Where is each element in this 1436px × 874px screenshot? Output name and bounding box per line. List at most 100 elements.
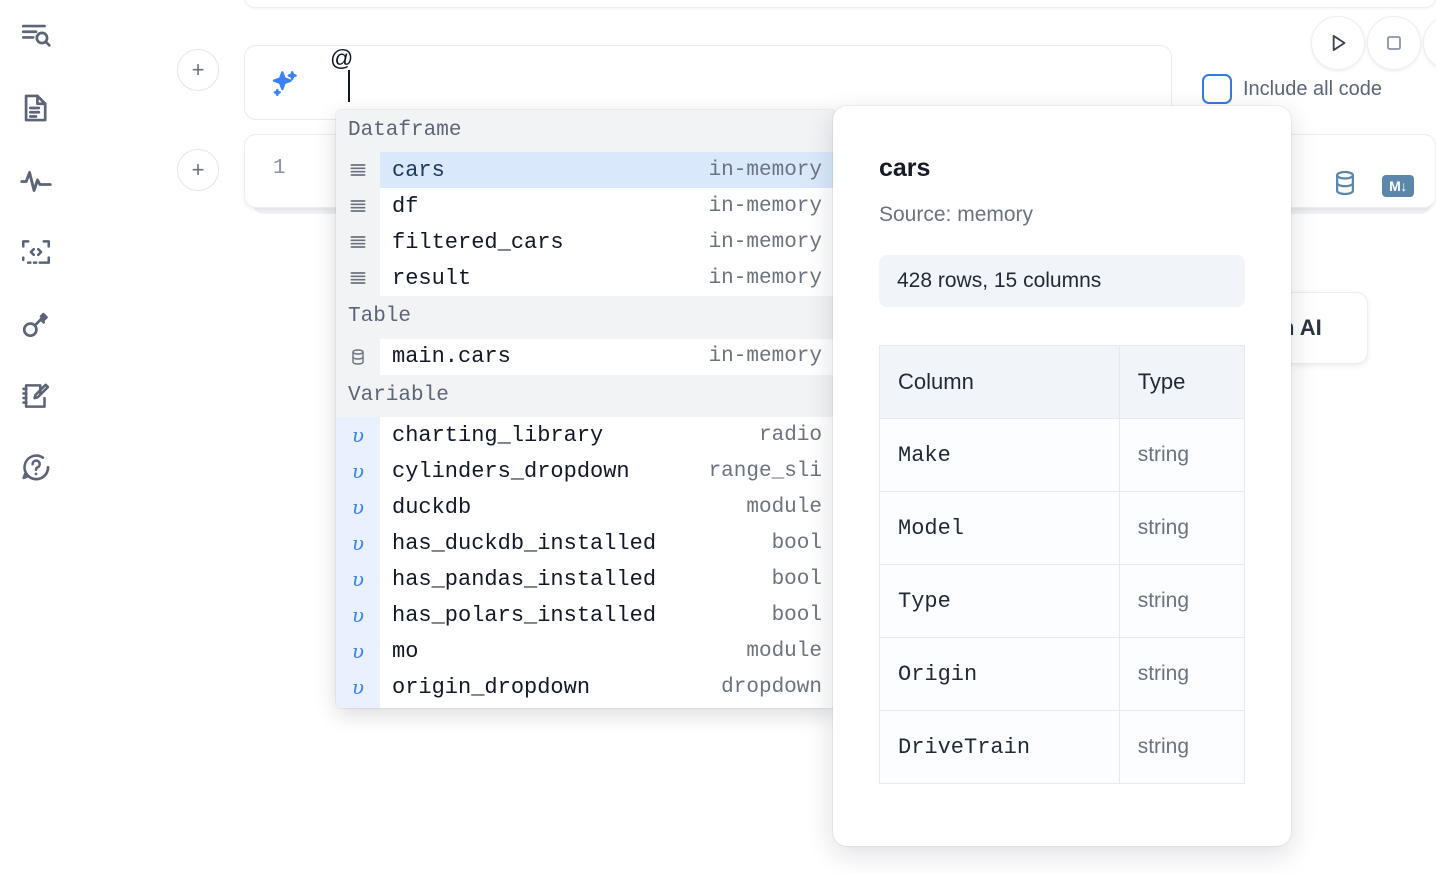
column-type-cell: string	[1118, 491, 1246, 565]
line-number: 1	[273, 157, 286, 180]
autocomplete-item-name: result	[392, 265, 472, 291]
key-icon[interactable]	[14, 302, 58, 346]
rows-icon	[336, 188, 380, 225]
ai-prompt-input[interactable]: @	[330, 45, 354, 71]
autocomplete-item-name: has_duckdb_installed	[392, 530, 657, 556]
completion-detail-panel: cars Source: memory 428 rows, 15 columns…	[833, 106, 1291, 846]
column-name-cell: Model	[879, 491, 1120, 565]
autocomplete-item-type: module	[746, 495, 822, 519]
autocomplete-item-type: in-memory	[708, 266, 822, 290]
autocomplete-item-name: has_polars_installed	[392, 602, 657, 628]
variable-icon: υ	[336, 417, 380, 454]
autocomplete-item-type: in-memory	[708, 230, 822, 254]
include-all-code-checkbox[interactable]	[1202, 74, 1232, 104]
autocomplete-item[interactable]: filtered_cars in-memory	[336, 224, 836, 261]
document-icon[interactable]	[14, 86, 58, 130]
column-type-cell: string	[1118, 637, 1246, 711]
autocomplete-item-name: df	[392, 193, 419, 219]
column-name-cell: Type	[879, 564, 1120, 638]
autocomplete-group-header: Dataframe	[336, 110, 836, 153]
text-caret	[348, 70, 350, 102]
detail-source: Source: memory	[879, 203, 1034, 226]
autocomplete-item[interactable]: main.cars in-memory	[336, 338, 836, 375]
autocomplete-item-name: mo	[392, 638, 419, 664]
column-name-cell: Make	[879, 418, 1120, 492]
variable-icon: υ	[336, 561, 380, 598]
autocomplete-item[interactable]: df in-memory	[336, 188, 836, 225]
autocomplete-item-name: main.cars	[392, 344, 511, 370]
autocomplete-item-type: radio	[758, 423, 822, 447]
database-icon[interactable]	[1330, 168, 1360, 203]
sparkles-icon	[269, 68, 301, 100]
rows-icon	[336, 260, 380, 297]
autocomplete-item-type: in-memory	[708, 194, 822, 218]
scratchpad-icon[interactable]	[14, 374, 58, 418]
rows-icon	[336, 224, 380, 261]
autocomplete-item-type: bool	[771, 603, 822, 627]
column-name-cell: Origin	[879, 637, 1120, 711]
left-icon-rail	[0, 0, 72, 874]
column-type-cell: string	[1118, 418, 1246, 492]
autocomplete-item[interactable]: cars in-memory	[336, 152, 836, 189]
autocomplete-item-name: cylinders_dropdown	[392, 458, 630, 484]
autocomplete-item-type: range_sli	[708, 459, 822, 483]
autocomplete-group-header: Table	[336, 296, 836, 339]
variable-icon: υ	[336, 705, 380, 708]
variable-icon: υ	[336, 489, 380, 526]
table-column-header: Column	[879, 345, 1120, 419]
code-snippet-icon[interactable]	[14, 230, 58, 274]
cell-above-partial	[244, 0, 1436, 8]
autocomplete-item-name: origin_dropdown	[392, 674, 591, 700]
add-cell-below-button[interactable]: +	[177, 149, 219, 191]
autocomplete-item[interactable]: υ has_polars_installed bool	[336, 597, 836, 634]
markdown-badge[interactable]: M↓	[1382, 174, 1414, 197]
autocomplete-group-header: Variable	[336, 374, 836, 418]
help-chat-icon[interactable]	[14, 446, 58, 490]
detail-stats: 428 rows, 15 columns	[879, 255, 1245, 307]
autocomplete-item-type: in-memory	[708, 345, 822, 369]
run-button[interactable]	[1311, 16, 1365, 70]
cell-icon-row: M↓	[1330, 168, 1414, 203]
stop-button[interactable]	[1367, 16, 1421, 70]
variable-icon: υ	[336, 597, 380, 634]
rows-icon	[336, 152, 380, 189]
include-all-code-label: Include all code	[1243, 77, 1382, 100]
autocomplete-item-partial[interactable]: υ	[336, 705, 836, 708]
autocomplete-item-type: in-memory	[708, 158, 822, 182]
column-type-cell: string	[1118, 564, 1246, 638]
autocomplete-item-name: duckdb	[392, 494, 472, 520]
variable-icon: υ	[336, 669, 380, 706]
column-type-cell: string	[1118, 710, 1246, 784]
autocomplete-item-name: has_pandas_installed	[392, 566, 657, 592]
autocomplete-item-name: filtered_cars	[392, 229, 564, 255]
variable-icon: υ	[336, 525, 380, 562]
include-all-code-row[interactable]: Include all code	[1202, 74, 1382, 104]
detail-title: cars	[879, 154, 931, 182]
add-cell-above-button[interactable]: +	[177, 49, 219, 91]
more-actions-button[interactable]	[1423, 16, 1436, 70]
database-icon	[336, 338, 380, 375]
autocomplete-item[interactable]: υ charting_library radio	[336, 417, 836, 454]
table-column-header: Type	[1118, 345, 1246, 419]
autocomplete-item-name: cars	[392, 157, 445, 183]
autocomplete-item-name: charting_library	[392, 422, 604, 448]
autocomplete-item[interactable]: result in-memory	[336, 260, 836, 297]
search-outline-icon[interactable]	[14, 14, 58, 58]
activity-icon[interactable]	[14, 158, 58, 202]
